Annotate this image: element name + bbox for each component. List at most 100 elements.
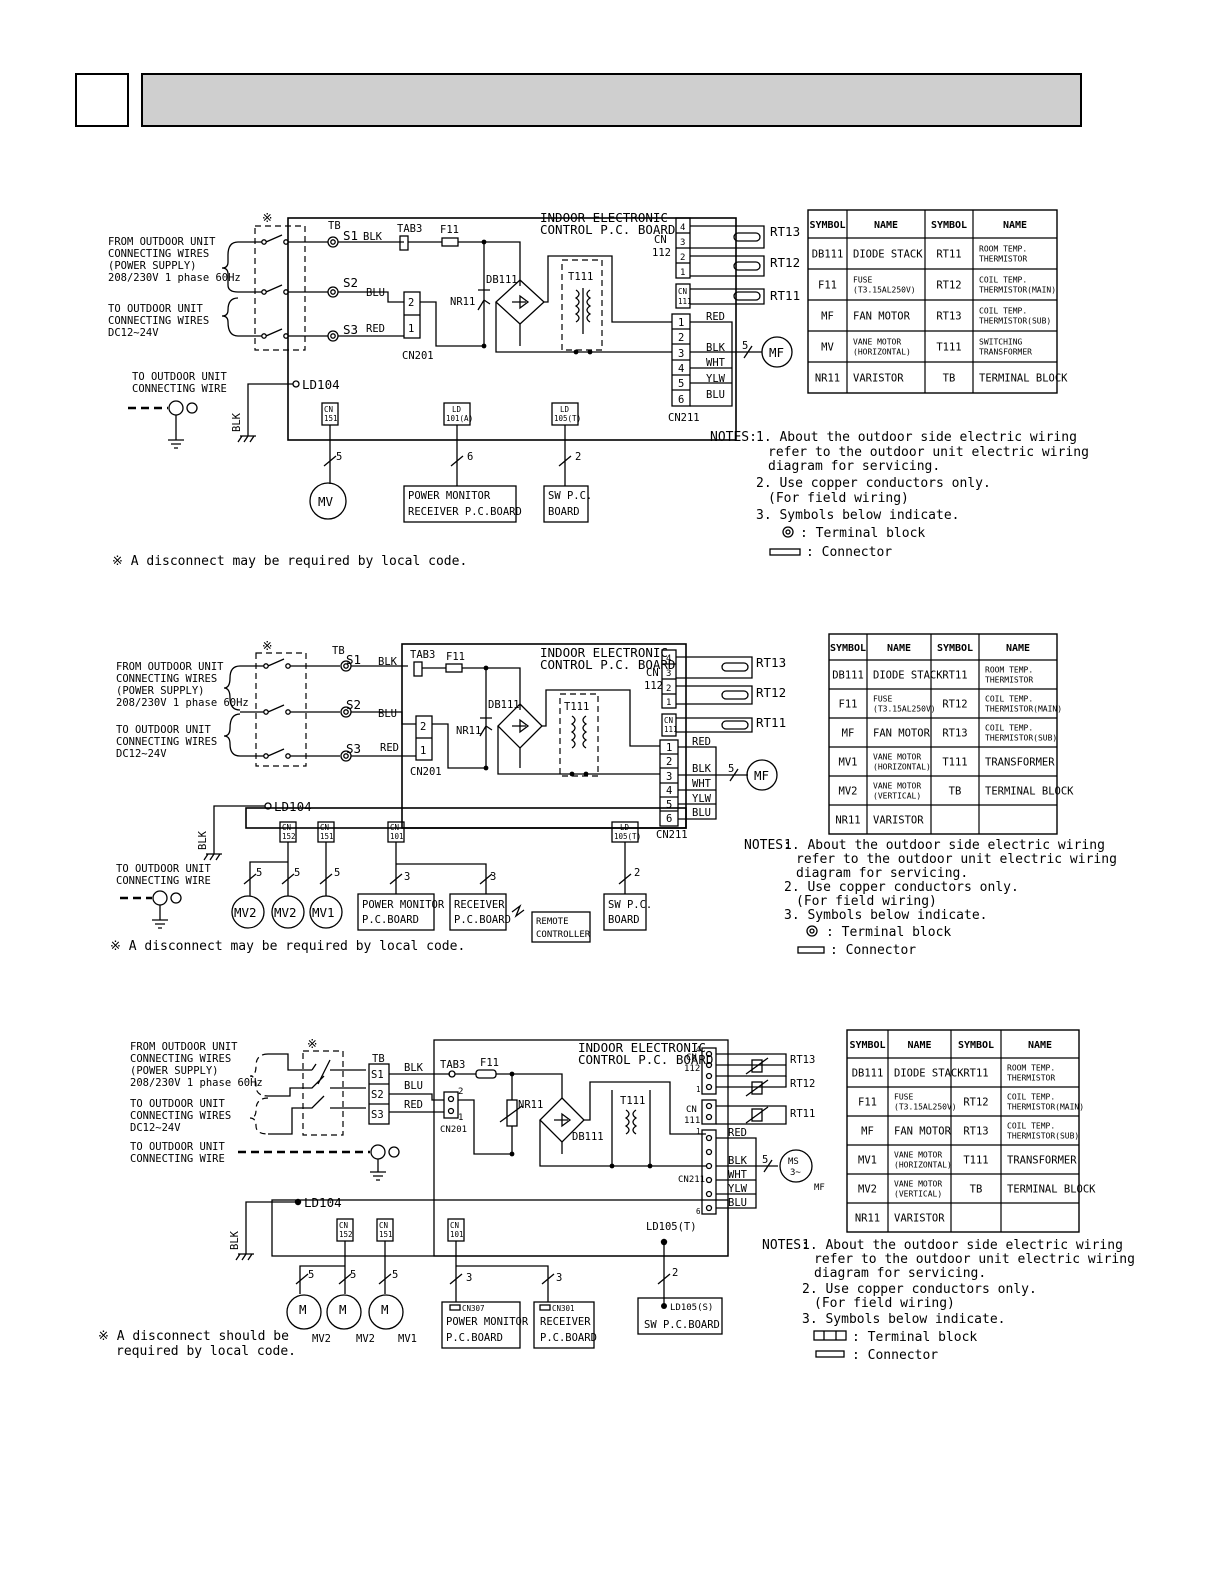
wiring-diagram-1: ※ FROM OUTDOOR UNIT CONNECTING WIRES (PO… [108, 210, 1089, 569]
svg-text:RT12: RT12 [790, 1078, 815, 1090]
svg-text:TAB3: TAB3 [410, 649, 435, 661]
table-cell: VANE MOTOR [873, 753, 921, 762]
svg-text:S2: S2 [371, 1089, 384, 1101]
table-cell: MV1 [858, 1155, 877, 1167]
table-cell: (HORIZONTAL) [873, 763, 931, 772]
wiring-diagram-2: ※ FROM OUTDOOR UNIT CONNECTING WIRES (PO… [110, 638, 1117, 958]
svg-text:2: 2 [575, 451, 581, 463]
svg-text:P.C.BOARD: P.C.BOARD [362, 914, 419, 926]
svg-text:CN: CN [450, 1221, 459, 1230]
svg-text:112: 112 [652, 247, 671, 259]
section-title-bar [141, 73, 1082, 127]
svg-text:MV2: MV2 [312, 1333, 331, 1345]
svg-text:(POWER SUPPLY): (POWER SUPPLY) [130, 1065, 219, 1077]
svg-text:BOARD: BOARD [608, 914, 640, 926]
svg-text:CN: CN [390, 823, 399, 832]
table-cell: FUSE [873, 695, 892, 704]
section-number-box [75, 73, 129, 127]
disconnect-switches [238, 234, 289, 339]
svg-text:5: 5 [308, 1269, 314, 1281]
vane-motor-mv2-b [271, 895, 305, 929]
rt12-label: RT12 [770, 255, 800, 270]
table-header-cell: NAME [907, 1040, 931, 1051]
table-cell: THERMISTOR [979, 255, 1027, 264]
svg-text:CN: CN [664, 716, 673, 725]
table-header-cell: NAME [887, 643, 911, 654]
table-cell: RT13 [963, 1126, 988, 1138]
svg-text:CN201: CN201 [410, 766, 442, 778]
svg-text:CONTROL P.C. BOARD: CONTROL P.C. BOARD [540, 657, 675, 672]
svg-text:2. Use copper conductors only.: 2. Use copper conductors only. [784, 880, 1019, 895]
table-cell: MF [842, 728, 855, 740]
table-cell: VARISTOR [873, 815, 924, 827]
svg-text:1: 1 [408, 323, 414, 335]
brace-power [221, 241, 239, 293]
brace-dc [221, 297, 239, 337]
svg-text:(For field wiring): (For field wiring) [814, 1296, 955, 1311]
svg-text:diagram for servicing.: diagram for servicing. [768, 459, 940, 474]
svg-text:5: 5 [334, 867, 340, 879]
table-cell: RT12 [942, 699, 967, 711]
fuse-f11 [441, 237, 459, 247]
ground-icon [186, 402, 198, 414]
table-cell: COIL TEMP. [985, 695, 1033, 704]
svg-text:: Terminal block: : Terminal block [826, 925, 951, 940]
svg-text:CN: CN [282, 823, 291, 832]
svg-text:TO OUTDOOR UNIT: TO OUTDOOR UNIT [108, 303, 204, 315]
svg-text:5: 5 [666, 799, 672, 811]
table-cell: MV2 [839, 786, 858, 798]
cn211-label: CN211 [668, 412, 700, 424]
svg-text:BLK: BLK [197, 830, 209, 850]
svg-text:CN: CN [686, 1105, 697, 1115]
svg-text:refer to the outdoor unit elec: refer to the outdoor unit electric wirin… [814, 1252, 1135, 1267]
svg-text:CN211: CN211 [656, 829, 688, 841]
table-header-cell: SYMBOL [931, 220, 967, 231]
svg-text:CONNECTING WIRES: CONNECTING WIRES [116, 736, 217, 748]
disconnect-switches-2 [240, 658, 291, 759]
svg-text:S2: S2 [346, 697, 361, 712]
table-cell: FUSE [894, 1093, 913, 1102]
svg-text:M: M [299, 1302, 307, 1317]
table-cell: (T3.15AL250V) [853, 286, 916, 295]
table-cell: MV2 [858, 1184, 877, 1196]
table-header-cell: SYMBOL [809, 220, 845, 231]
svg-text:WHT: WHT [706, 357, 726, 369]
power-monitor-board-2 [357, 893, 435, 931]
svg-text:LD104: LD104 [304, 1195, 342, 1210]
svg-text:CONNECTING WIRES: CONNECTING WIRES [108, 248, 209, 260]
cn201-label: CN201 [402, 350, 434, 362]
svg-text:208/230V 1 phase 60Hz: 208/230V 1 phase 60Hz [130, 1077, 263, 1089]
svg-text:※: ※ [307, 1036, 317, 1051]
svg-text:MV1: MV1 [312, 905, 335, 920]
svg-text:WHT: WHT [728, 1169, 748, 1181]
svg-text:INDOOR ELECTRONIC: INDOOR ELECTRONIC [540, 645, 668, 660]
svg-text:3. Symbols below indicate.: 3. Symbols below indicate. [784, 908, 988, 923]
table-cell: THERMISTOR [1007, 1074, 1055, 1083]
table-cell: THERMISTOR(MAIN) [985, 705, 1062, 714]
table-cell: (VERTICAL) [873, 792, 921, 801]
svg-text:M: M [339, 1302, 347, 1317]
table-cell: THERMISTOR(SUB) [979, 317, 1051, 326]
svg-text:1. About the outdoor side elec: 1. About the outdoor side electric wirin… [802, 1238, 1123, 1253]
thermistor-rt13 [690, 225, 765, 249]
svg-text:101: 101 [390, 832, 404, 841]
svg-text:: Connector: : Connector [806, 545, 892, 560]
table-cell: ROOM TEMP. [1007, 1064, 1055, 1073]
svg-text:BLU: BLU [728, 1197, 747, 1209]
svg-text:TB: TB [332, 645, 345, 657]
table-cell: THERMISTOR(SUB) [1007, 1132, 1079, 1141]
svg-text:INDOOR ELECTRONIC: INDOOR ELECTRONIC [578, 1040, 706, 1055]
svg-text:LD104: LD104 [274, 799, 312, 814]
table-cell: T111 [963, 1155, 988, 1167]
table-cell: RT11 [942, 670, 967, 682]
svg-text:2. Use copper conductors only.: 2. Use copper conductors only. [756, 476, 991, 491]
table-cell: TRANSFORMER [979, 348, 1032, 357]
s3-label: S3 [343, 322, 358, 337]
table-cell: T111 [936, 342, 961, 354]
table-cell: RT12 [936, 280, 961, 292]
svg-text:YLW: YLW [728, 1183, 748, 1195]
svg-text:POWER MONITOR: POWER MONITOR [408, 490, 491, 502]
table-cell: VANE MOTOR [894, 1180, 942, 1189]
